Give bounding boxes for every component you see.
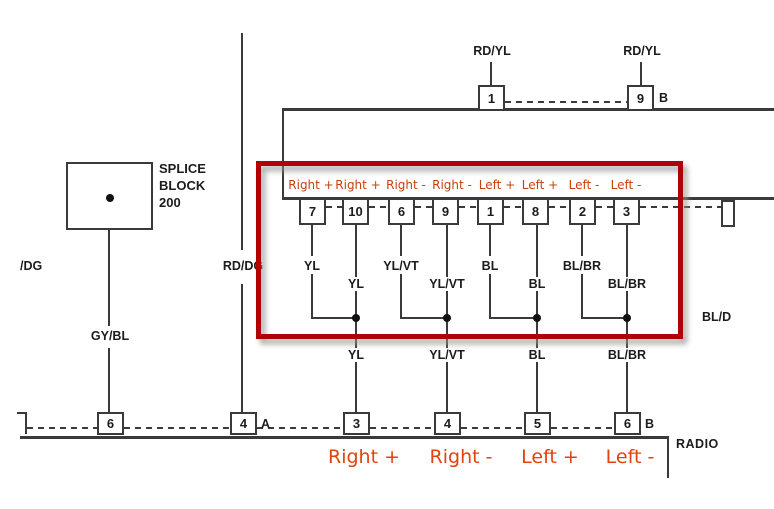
speaker-pin-1: 1 <box>477 198 504 225</box>
radio-dash-6 <box>551 427 614 429</box>
wire-blbr-a1 <box>581 225 583 256</box>
wire-rd-yl-left-stub <box>490 62 492 85</box>
speaker-dash-5 <box>504 206 522 208</box>
radio-dash-1 <box>27 427 97 429</box>
speaker-pin-8: 8 <box>522 198 549 225</box>
radio-outline-side <box>667 436 669 478</box>
speaker-dash-7 <box>596 206 613 208</box>
speaker-dash-6 <box>549 206 569 208</box>
wire-label-left-cut: /DG <box>20 259 43 273</box>
speaker-pin-9: 9 <box>432 198 459 225</box>
speaker-dash-1 <box>326 206 342 208</box>
speaker-pin-10: 10 <box>342 198 369 225</box>
wire-bl-a2 <box>489 274 491 319</box>
junction-dot-ylvt <box>443 314 451 322</box>
wire-gy-bl-upper <box>108 202 110 326</box>
radio-connector-letter-a: A <box>261 417 271 431</box>
channel-label-large-right-plus: Right + <box>328 446 400 468</box>
channel-label-small-1: Right + <box>288 178 334 192</box>
wire-label-bl-upper: BL <box>478 259 502 273</box>
speaker-dash-2 <box>369 206 388 208</box>
wire-ylvt-a2 <box>400 274 402 319</box>
channel-label-small-2: Right + <box>335 178 381 192</box>
top-connector-letter: B <box>659 91 669 105</box>
junction-dot-yl <box>352 314 360 322</box>
radio-pin-a6: 6 <box>97 412 124 435</box>
speaker-pin-6: 6 <box>388 198 415 225</box>
highlight-box <box>256 161 683 339</box>
channel-label-small-3: Right - <box>386 178 426 192</box>
channel-label-large-right-minus: Right - <box>429 446 493 468</box>
radio-pin-partial-edge <box>25 412 27 434</box>
wire-rd-dg-upper <box>241 33 243 250</box>
radio-dash-2 <box>124 427 230 429</box>
radio-pin-b5: 5 <box>524 412 551 435</box>
wire-blbr-elbow <box>581 317 628 319</box>
radio-outline-top <box>20 436 668 439</box>
component-body <box>282 108 774 200</box>
wire-ylvt-a1 <box>400 225 402 256</box>
channel-label-small-7: Left - <box>568 178 600 192</box>
wire-label-blbr-merged: BL/BR <box>604 348 650 362</box>
speaker-dash-4 <box>459 206 477 208</box>
wire-label-bl-merged: BL <box>525 348 549 362</box>
wire-label-blbr-lower: BL/BR <box>604 277 650 291</box>
radio-connector-letter-b: B <box>645 417 655 431</box>
wire-yl-a2 <box>311 274 313 319</box>
wire-bl-elbow <box>489 317 538 319</box>
radio-dash-5 <box>461 427 524 429</box>
wire-bl-a1 <box>489 225 491 256</box>
wire-label-yl-upper: YL <box>301 259 323 273</box>
junction-dot-blbr <box>623 314 631 322</box>
wire-label-bl-lower: BL <box>525 277 549 291</box>
splice-junction-dot <box>106 194 114 202</box>
radio-label: RADIO <box>676 437 719 451</box>
junction-dot-bl <box>533 314 541 322</box>
channel-label-large-left-minus: Left - <box>605 446 655 468</box>
wire-label-yl-lower: YL <box>345 277 367 291</box>
channel-label-small-6: Left + <box>521 178 559 192</box>
wire-blbr-a2 <box>581 274 583 319</box>
speaker-dash-3 <box>415 206 432 208</box>
speaker-pin-3: 3 <box>613 198 640 225</box>
speaker-pin-7: 7 <box>299 198 326 225</box>
channel-label-small-5: Left + <box>478 178 516 192</box>
wire-label-ylvt-upper: YL/VT <box>380 259 422 273</box>
top-connector-pin-1: 1 <box>478 85 505 111</box>
wire-gy-bl-lower <box>108 348 110 412</box>
top-connector-dashed-line <box>505 101 627 103</box>
wire-label-yl-merged: YL <box>345 348 367 362</box>
wire-label-rd-dg: RD/DG <box>219 259 267 273</box>
wire-label-rd-yl-right: RD/YL <box>620 44 664 58</box>
wire-label-blbr-upper: BL/BR <box>559 259 605 273</box>
radio-dash-4 <box>370 427 434 429</box>
radio-pin-partial-top <box>17 412 27 414</box>
splice-block-label: SPLICE BLOCK 200 <box>159 160 206 211</box>
radio-pin-b6: 6 <box>614 412 641 435</box>
top-connector-pin-9: 9 <box>627 85 654 111</box>
speaker-pin-2: 2 <box>569 198 596 225</box>
speaker-pin-partial <box>721 200 735 227</box>
channel-label-small-8: Left - <box>610 178 642 192</box>
wire-yl-elbow <box>311 317 357 319</box>
wire-label-ylvt-merged: YL/VT <box>426 348 468 362</box>
splice-block-label-line3: 200 <box>159 195 181 210</box>
channel-label-small-4: Right - <box>432 178 472 192</box>
radio-dash-3 <box>257 427 343 429</box>
wire-label-rd-yl-left: RD/YL <box>470 44 514 58</box>
channel-label-large-left-plus: Left + <box>521 446 579 468</box>
splice-block-label-line2: BLOCK <box>159 178 206 193</box>
wire-rd-yl-right-stub <box>640 62 642 85</box>
wire-label-ylvt-lower: YL/VT <box>426 277 468 291</box>
wire-rd-dg-lower <box>241 284 243 412</box>
radio-pin-b3: 3 <box>343 412 370 435</box>
wire-label-gy-bl: GY/BL <box>87 329 133 343</box>
wire-label-right-cut: BL/D <box>702 310 732 324</box>
splice-block-label-line1: SPLICE <box>159 161 206 176</box>
radio-pin-a4: 4 <box>230 412 257 435</box>
radio-pin-b4: 4 <box>434 412 461 435</box>
wire-ylvt-elbow <box>400 317 448 319</box>
wire-yl-a1 <box>311 225 313 256</box>
